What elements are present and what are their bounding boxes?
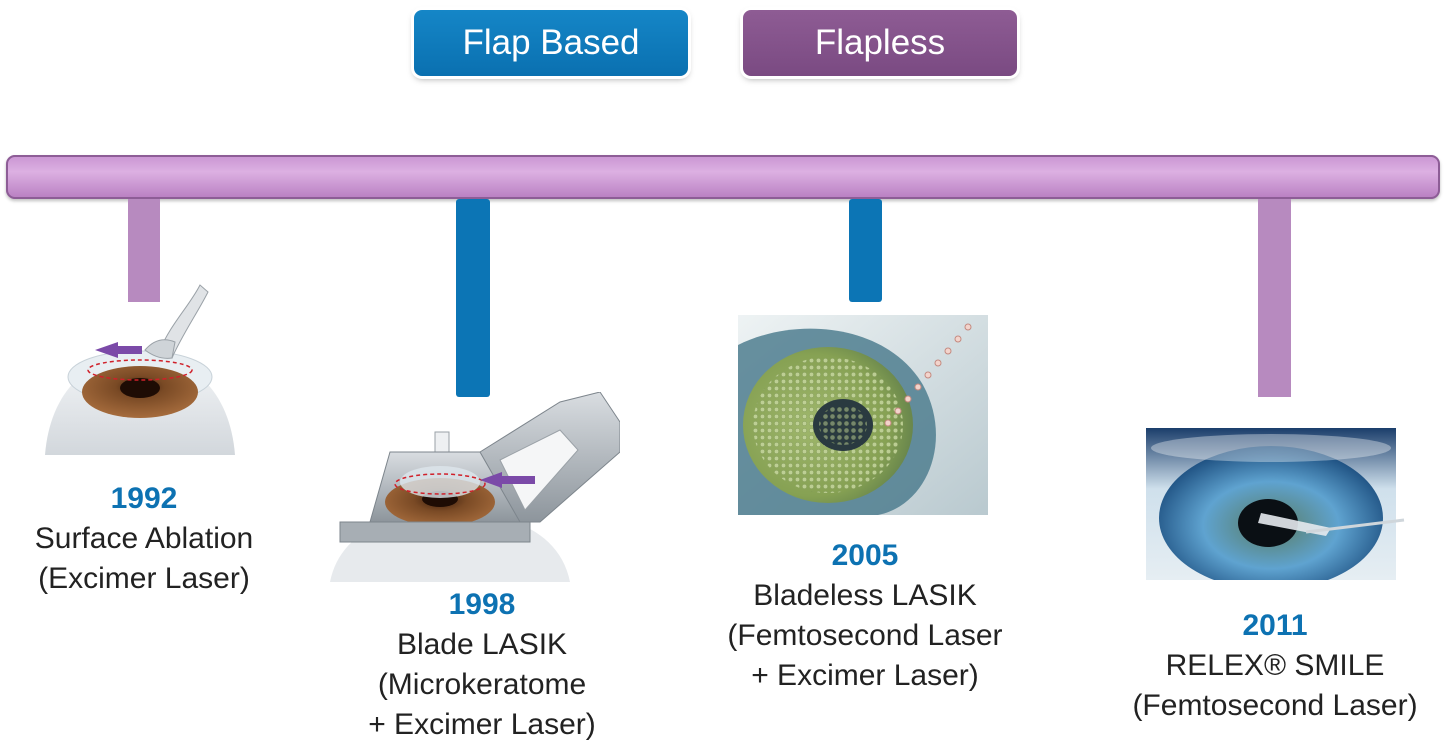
milestone-1992-title: Surface Ablation (34, 522, 254, 555)
milestone-2011-title: RELEX® SMILE (1165, 649, 1385, 682)
stem-1992 (128, 199, 160, 302)
smile-eye-icon (1146, 428, 1405, 580)
milestone-1992-desc: (Excimer Laser) (38, 562, 250, 595)
flap-based-label: Flap Based (462, 23, 640, 62)
milestone-1998-desc: (Microkeratome (377, 668, 587, 701)
milestone-2005-title: Bladeless LASIK (753, 579, 977, 612)
milestone-1992: 1992 Surface Ablation (Excimer Laser) (10, 479, 278, 599)
year-1998: 1998 (448, 588, 516, 621)
milestone-1998-desc2: + Excimer Laser) (368, 708, 596, 741)
milestone-2011: 2011 RELEX® SMILE (Femtosecond Laser) (1110, 606, 1440, 726)
flapless-legend: Flapless (743, 10, 1017, 76)
stem-2005 (849, 199, 882, 302)
stem-1998 (456, 199, 490, 397)
milestone-2011-desc: (Femtosecond Laser) (1132, 689, 1418, 722)
year-2005: 2005 (831, 539, 899, 572)
flap-based-legend: Flap Based (414, 10, 688, 76)
milestone-1998-title: Blade LASIK (396, 628, 568, 661)
milestone-1998: 1998 Blade LASIK (Microkeratome + Excime… (330, 585, 634, 745)
stem-2011 (1258, 199, 1291, 397)
microkeratome-eye-icon (330, 392, 620, 582)
femtosecond-laser-eye-icon (738, 315, 988, 515)
milestone-2005-desc2: + Excimer Laser) (751, 659, 979, 692)
milestone-2005: 2005 Bladeless LASIK (Femtosecond Laser … (700, 536, 1030, 696)
year-1992: 1992 (110, 482, 178, 515)
milestone-2005-desc: (Femtosecond Laser (727, 619, 1003, 652)
year-2011: 2011 (1242, 609, 1308, 642)
flapless-label: Flapless (814, 23, 946, 62)
timeline-bar (6, 155, 1440, 199)
surface-ablation-eye-icon (45, 284, 235, 455)
